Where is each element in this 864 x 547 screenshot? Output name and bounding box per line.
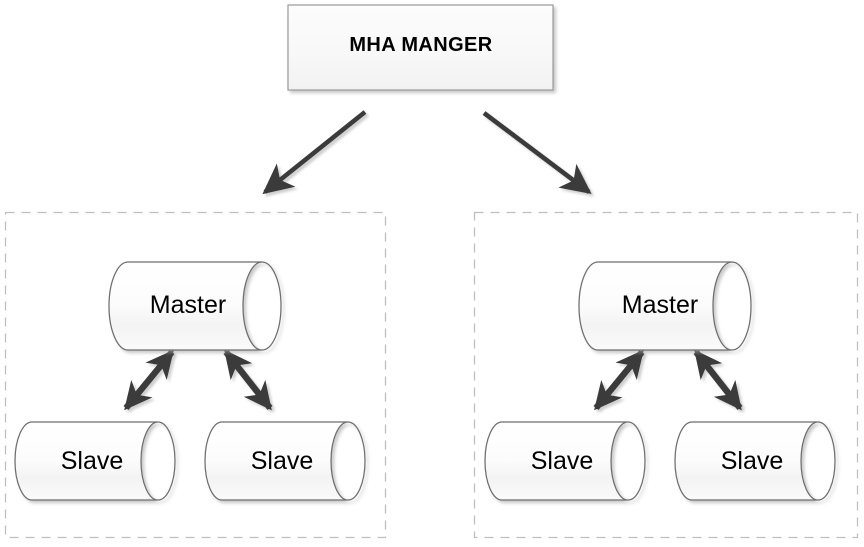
left-master-slave1-link — [123, 349, 175, 411]
right-master-node[interactable] — [578, 261, 752, 351]
right-cluster-container — [473, 211, 859, 539]
left-master-node[interactable] — [108, 261, 282, 351]
left-master-slave2-link — [223, 349, 273, 411]
right-master-slave2-link — [693, 349, 743, 411]
mha-manager-node[interactable] — [287, 4, 554, 91]
manager-to-right-cluster-arrow — [482, 111, 592, 194]
right-slave-2-node[interactable] — [674, 421, 836, 501]
mha-manager-box[interactable] — [287, 4, 554, 91]
right-master-slave1-link — [593, 349, 645, 411]
left-slave-1-node[interactable] — [14, 421, 176, 501]
right-slave-1-node[interactable] — [484, 421, 646, 501]
left-slave-2-node[interactable] — [204, 421, 366, 501]
manager-to-left-cluster-arrow — [262, 110, 367, 195]
